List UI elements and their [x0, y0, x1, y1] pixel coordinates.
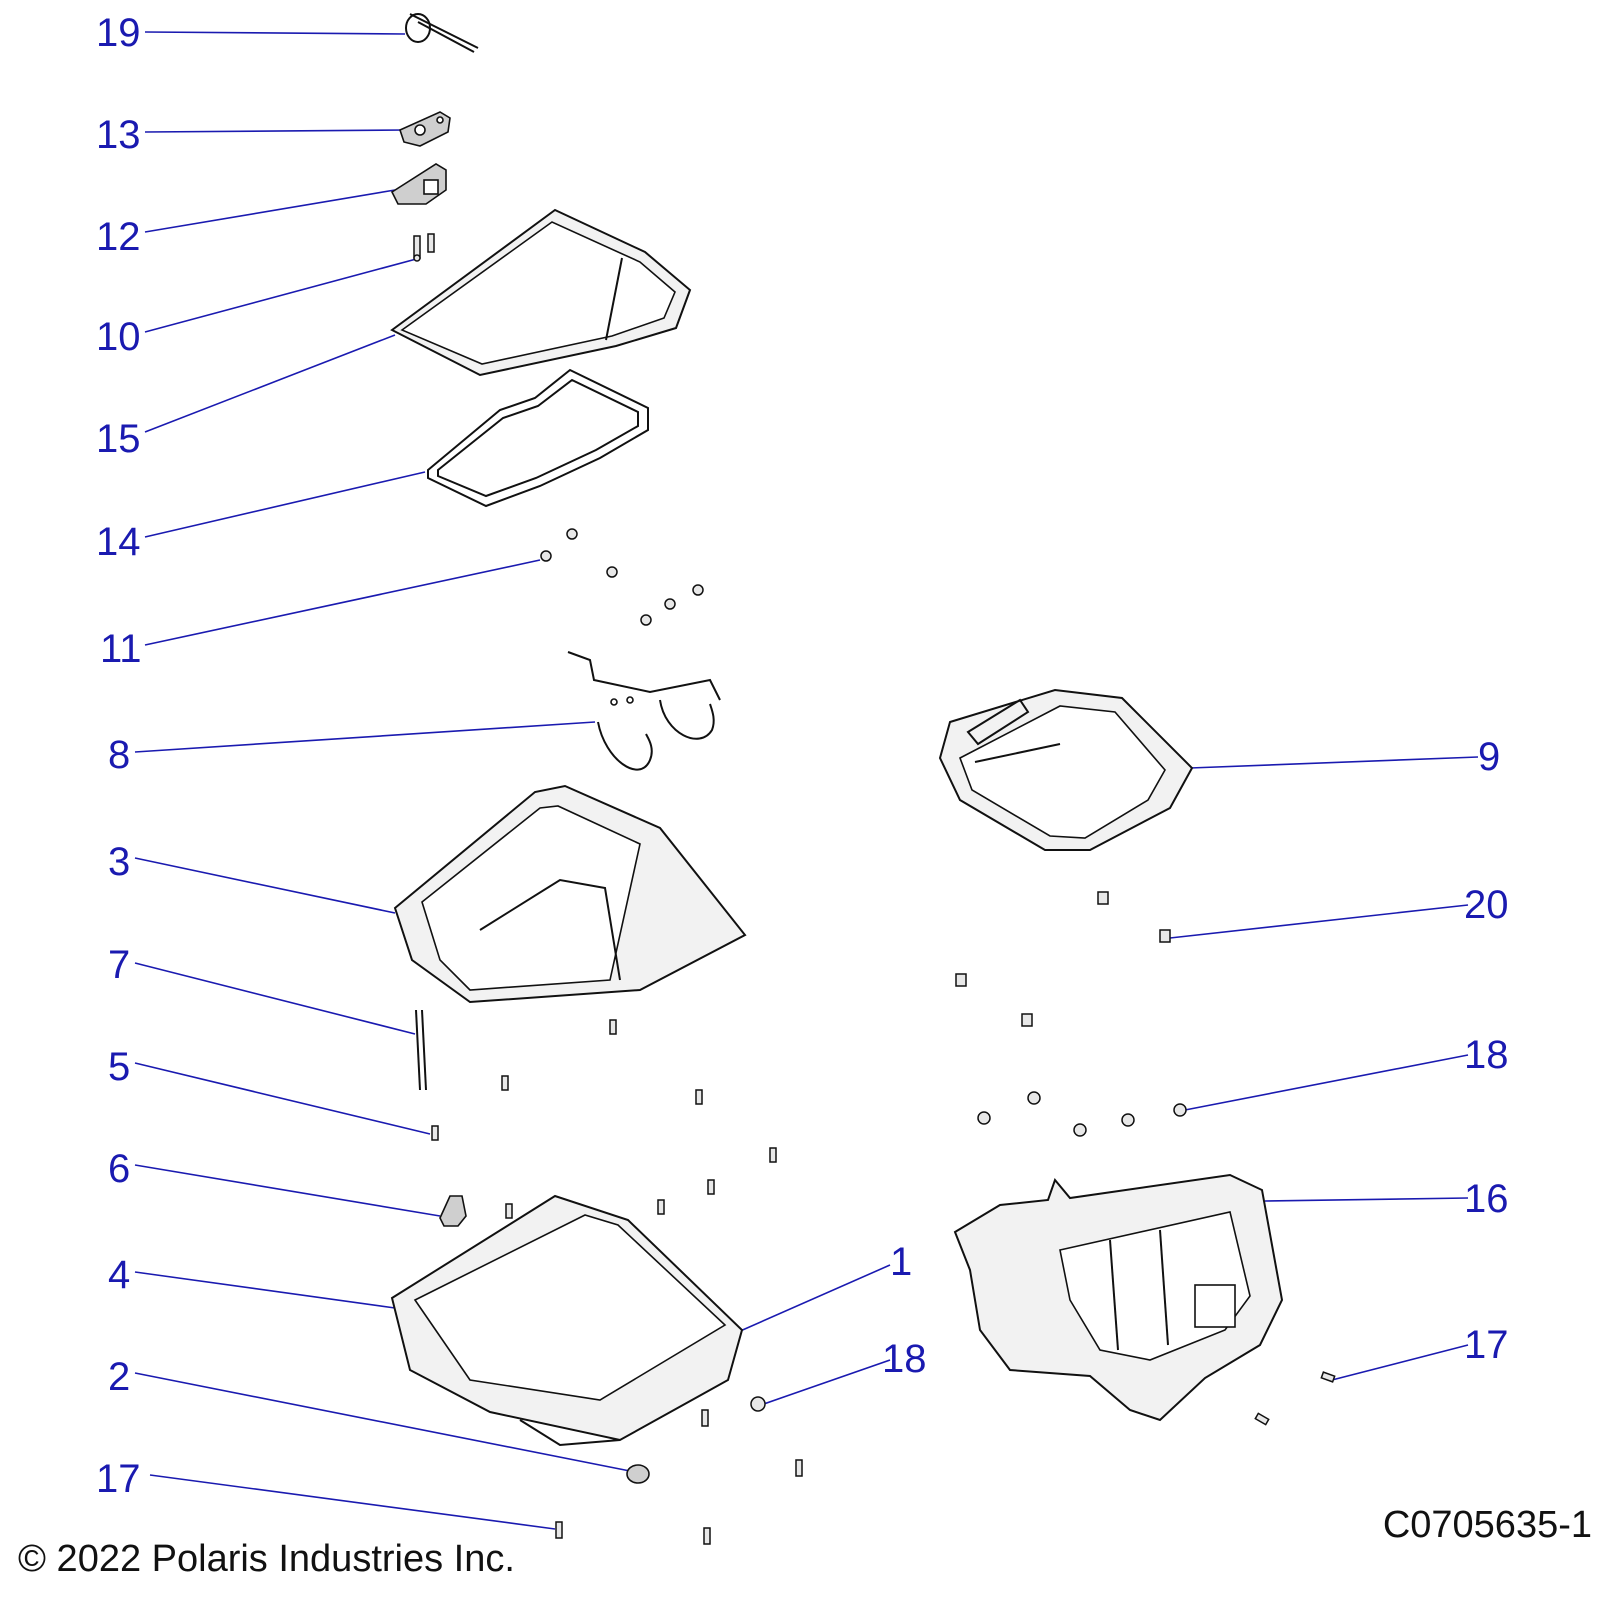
leader-18b: [1184, 1054, 1469, 1111]
callout-4: 4: [108, 1253, 130, 1297]
leader-4: [134, 1271, 396, 1309]
console-frame-part: [953, 1173, 1284, 1422]
handle-bracket-part: [567, 651, 721, 771]
leader-15: [144, 334, 396, 433]
leader-19: [144, 31, 406, 35]
tub-upper-part: [393, 784, 747, 1004]
push-clip-part: [750, 1396, 766, 1412]
callout-1: 1: [890, 1240, 912, 1284]
callout-18b: 18: [1464, 1033, 1509, 1077]
callout-numbers: 19 13 12 10 15 14 11 8 3 7 5 6 4 2 17 1 …: [96, 11, 1509, 1501]
leader-10: [144, 257, 421, 333]
small-bracket-part: [439, 1195, 467, 1227]
leader-20: [1169, 904, 1469, 939]
callout-10: 10: [96, 315, 141, 359]
cable-tie-part: [405, 13, 479, 53]
leader-17a: [149, 1474, 556, 1530]
leader-17b: [1331, 1344, 1469, 1381]
leader-16: [1264, 1197, 1469, 1202]
callout-17b: 17: [1464, 1323, 1509, 1367]
retainer-clips-part: [955, 891, 1171, 1027]
callout-19: 19: [96, 11, 141, 55]
screws-part: [413, 233, 435, 262]
console-cover-part: [938, 688, 1194, 851]
strap-part: [415, 1009, 427, 1091]
storage-lid-part: [390, 208, 692, 377]
leader-3: [134, 857, 396, 914]
callout-20: 20: [1464, 883, 1509, 927]
callout-7: 7: [108, 943, 130, 987]
leader-13: [144, 129, 406, 133]
callout-3: 3: [108, 840, 130, 884]
frame-screws-part: [1254, 1371, 1336, 1426]
leader-2: [134, 1372, 636, 1473]
leader-8: [134, 721, 596, 753]
push-clips-part: [977, 1091, 1187, 1137]
callout-18a: 18: [882, 1337, 927, 1381]
callout-15: 15: [96, 417, 141, 461]
leader-18a: [757, 1359, 891, 1407]
leader-9: [1189, 756, 1479, 769]
bottom-screws-part: [555, 1409, 803, 1545]
callout-11: 11: [100, 627, 142, 671]
callout-5: 5: [108, 1045, 130, 1089]
callout-13: 13: [96, 113, 141, 157]
tub-lower-part: [390, 1194, 744, 1447]
callout-16: 16: [1464, 1177, 1509, 1221]
lid-seal-part: [427, 368, 649, 508]
leader-6: [134, 1164, 441, 1217]
leader-14: [144, 471, 426, 538]
leader-11: [144, 559, 541, 646]
callout-17a: 17: [96, 1457, 141, 1501]
callout-12: 12: [96, 215, 141, 259]
latch-part: [390, 163, 447, 205]
callout-6: 6: [108, 1147, 130, 1191]
callout-2: 2: [108, 1355, 130, 1399]
tub-screws-part: [431, 1019, 777, 1219]
leader-lines: [134, 31, 1479, 1530]
copyright-notice: © 2022 Polaris Industries Inc.: [18, 1538, 515, 1580]
leader-5: [134, 1062, 431, 1135]
push-rivets-part: [540, 528, 704, 626]
drain-plug-part: [626, 1464, 650, 1484]
leader-12: [144, 189, 396, 233]
callout-9: 9: [1478, 735, 1500, 779]
callout-14: 14: [96, 520, 141, 564]
leader-7: [134, 962, 416, 1035]
clip-bracket-part: [399, 111, 451, 147]
callout-8: 8: [108, 733, 130, 777]
illustration-code: C0705635-1: [1382, 1504, 1592, 1546]
leader-1: [737, 1264, 891, 1333]
